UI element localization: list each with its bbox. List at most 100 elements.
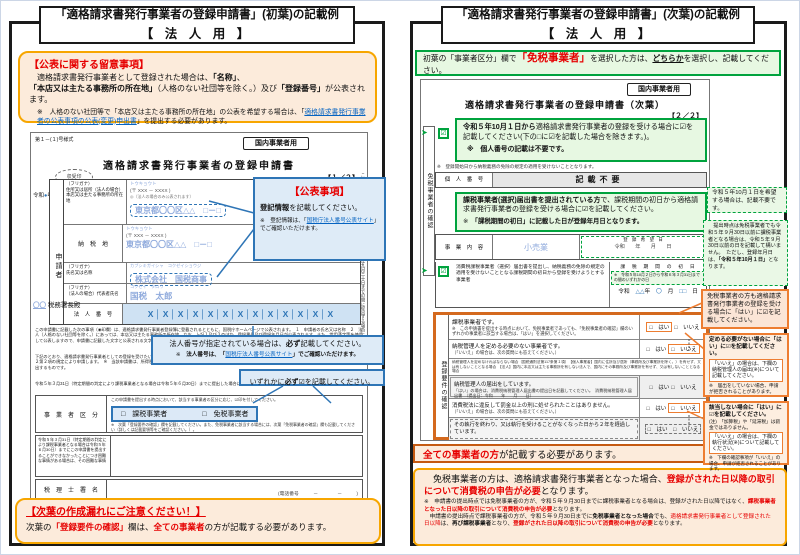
q3-no-checkbox: □ いいえ [671,385,697,392]
tax-accountant-tel: (電話番号 － － ) [278,492,358,497]
q5-answer-checkboxes: □ はい □ いいえ [644,423,702,434]
personal-number-label: 個 人 番 号 [436,173,493,187]
note-tax-agent-warning: ※ 届出をしていない場合、申請が拒否されることがあります。 [709,382,779,394]
question-tax-agent-filed: 納税管理人の届出をしています。 「はい」の場合は、消費税納税管理人届出書の提出日… [449,376,706,400]
rep-kana: コクゼイ タロウ [130,284,164,290]
publication-notice-box: 【公表に関する留意事項】 適格請求書発行事業者として登録された場合は、「名称」、… [18,51,377,125]
business-content-row: 事 業 内 容 小売業 登 録 希 望 日 令和 年 月 日 [435,234,707,260]
difficult-circumstances-label: 令和５年３月31日（特定期間の判定により課税事業者となる場合は令和５年６月30日… [36,436,111,476]
all-businesses-banner: 全ての事業者の方が記載する必要があります。 [413,444,705,463]
address-publish-note: ◎（法人の場合のみ公表されます） [130,194,194,199]
exempt-business-instruction-box: 初葉の「事業者区分」欄で「免税事業者」を選択した方は、どちらかを選択し、記載して… [415,50,781,76]
note-tax-agent-head: 定める必要がない場合に「はい」に☑を記載してください。 [709,337,782,357]
taxable-election-row: 消費税課税事業者（選択）届出書を提出し、納税義務の免除の規定の適用を受けないこと… [435,262,707,308]
next-sheet-warning-heading: 【次葉の作成漏れにご注意ください！】 [26,507,206,518]
note-penalty-warning: ※ 下欄の確認事項が「いいえ」の場合、申請が拒否されることがあります。 [709,455,781,472]
tax-agent-fine-print: 納税管理人を定めなければならない場合（国税通則法第117条第１項） 【個人事業者… [449,359,706,377]
note-tax-agent: 定める必要がない場合に「はい」に☑を記載してください。 「いいえ」の場合は、下欄… [703,333,789,397]
personal-number-row: 個 人 番 号 記載不要 [435,172,707,188]
green-arrow-icon-1: ➤ [421,128,428,137]
corporate-number-callout-line1: 法人番号が指定されている場合は、必ず記載してください。 [169,339,366,348]
exempt-confirmation-vertical-label: 免税事業者の確認 [423,126,435,276]
q4-text: 消費税法に違反して罰金以上の刑に処せられたことはありません。 [452,403,614,410]
exempt-filing-note2: 申請書の提出時点で課税事業者の方が、令和５年９月30日までに免税事業者となった場… [424,513,771,528]
tax-office-line: 〇〇 税務署長殿 [33,299,80,309]
right-title-line2: 【 法 人 用 】 [541,26,655,41]
business-category-row: 事 業 者 区 分 この申請書を提出する時点において、該当する事業者の区分に応じ… [35,395,363,433]
question-no-penalty: 消費税法に違反して罰金以上の刑に処せられたことはありません。 （「いいえ」の場合… [449,399,706,419]
q2-yes-checkbox: □ はい [646,346,667,353]
taxable-election-line1: 課税事業者(選択)届出書を提出されている方で、課税期間の初日から適格請求書発行事… [463,197,699,214]
q1-yes-checkbox: □ はい [646,321,673,332]
next-sheet-warning-box: 【次葉の作成漏れにご注意ください！】 次葉の「登録要件の確認」欄は、全ての事業者… [15,498,381,544]
corporate-number-callout-line2: ※ 法人番号は、「国税庁法人番号公表サイト」でご確認いただけます。 [175,352,360,358]
address-postal: (〒 XXX － XXXX ) [130,189,171,194]
form-title-p2: 適格請求書発行事業者の登録申請書（次葉） [464,100,665,110]
corporate-number-row: 法 人 番 号 X│X│X│X│X│X│X│X│X│X│X│X│X [64,304,360,324]
registration-start-note: ※ 登録開始日から納税義務の免除の規定の適用を受けないこととなります。 [437,164,597,169]
note-before-sep30: 提出時点は免税事業者でも令和５年９月30日以前に課税事業者となる場合は、令和５年… [703,220,788,286]
corporate-number-value: X│X│X│X│X│X│X│X│X│X│X│X│X [123,304,360,324]
right-page-title: 「適格請求書発行事業者の登録申請書」(次葉)の記載例 【 法 人 用 】 [441,6,755,44]
question-taxable: 課税事業者です。 ※ この申請書を提出する時点において、免税事業者であっても、「… [449,315,706,340]
tax-office-label: 税務署長殿 [47,302,81,309]
registration-requirements-section: 登録要件の確認 課税事業者です。 ※ この申請書を提出する時点において、免税事業… [433,312,709,440]
form-side-note-p1: この申請書は、令和三年十月一日から令和五年九月三十日までの間に提出する場合に使用… [361,173,366,363]
green-arrow-icon-2: ➤ [421,266,428,275]
business-content-value: 小売業 [493,235,580,259]
domestic-business-badge-p2: 国内事業者用 [627,83,691,96]
all-businesses-banner-text: 全ての事業者の方が記載する必要があります。 [423,449,622,461]
tax-accountant-row: 税 理 士 署 名 (電話番号 － － ) [35,479,363,499]
question-tax-agent-not-needed: 納税管理人を定める必要のない事業者です。 （「いいえ」の場合は、次の質問にも答え… [449,339,706,359]
either-check-callout: いずれかに必ず☑を記載してください。 [239,369,385,386]
desired-date-label: 登 録 希 望 日 [623,237,663,242]
q2-text: 納税管理人を定める必要のない事業者です。 [452,343,564,350]
exempt-filing-main: 免税事業者の方は、適格請求書発行事業者となった場合、登録がされた日以降の取引につ… [424,474,775,497]
taxable-election-text: 消費税課税事業者（選択）届出書を提出し、納税義務の免除の規定の適用を受けないこと… [456,265,605,283]
q2-no-checkbox: □ いいえ [668,343,700,354]
publication-items-body: 登記情報を記載してください。 [260,203,362,212]
requirements-vertical-label: 登録要件の確認 [436,315,449,437]
tax-period-value: 令和 △△年 〇 月 □□ 日 [618,288,698,295]
rep-furigana-label: （フリガナ） [66,285,93,291]
business-content-label: 事 業 内 容 [436,235,493,259]
left-page-title: 「適格請求書発行事業者の登録申請書」(初葉)の記載例 【 法 人 用 】 [39,6,355,44]
form-page-number-p2: 【２／２】 [668,113,703,120]
form-code: 第１－(１)号様式 [35,137,74,143]
publication-items-callout: 【公表事項】 登記情報を記載してください。 ※ 登記情報は、「国税庁法人番号公表… [253,177,386,261]
right-title-line1: 「適格請求書発行事業者の登録申請書」(次葉)の記載例 [456,9,740,22]
october-registration-line1: 令和５年10月１日から適格請求書発行事業者の登録を受ける場合に☑を記載してくださ… [463,122,694,141]
publication-items-title: 【公表事項】 [289,187,350,198]
q5-text: その執行を終わり、又は執行を受けることがなくなった日から２年を経過しています。 [454,422,631,435]
q3-yes-checkbox: □ はい [649,385,670,392]
note-exempt-yes: 免税事業者の方も適格請求書発行事業者の登録を受ける場合に「はい」に☑を記載してく… [701,289,789,329]
representative-label: （法人の場合）代表者氏名 [66,291,119,297]
q1-text: 課税事業者です。 [452,320,498,326]
business-category-options-highlight: □ 課税事業者 □ 免税事業者 [111,406,259,422]
corporate-number-callout: 法人番号が指定されている場合は、必ず記載してください。 ※ 法人番号は、「国税庁… [151,335,384,365]
q2-note: （「いいえ」の場合は、次の質問にも答えてください。） [452,349,560,355]
representative-value: 国税 太郎 [130,291,173,302]
note-tax-agent-inner: 「いいえ」の場合は、下欄の納税管理人の届出(※)について記載してください。 [709,358,783,382]
business-category-top-note: この申請書を提出する時点において、該当する事業者の区分に応じ、☑印を付してくださ… [111,397,279,402]
note-penalty: 該当しない場合に「はい」に☑を記載してください。 (注) 「加算税」や「延滞税」… [703,401,789,471]
address-label: 住所又は居所（法人の場合）本店又は主たる事務所の所在地 [66,186,124,203]
tax-accountant-label: 税 理 士 署 名 [36,480,107,498]
domestic-business-badge: 国内事業者用 [243,137,309,150]
form-paragraph-1: この申請書に記載した次の事項（◉印欄）は、適格請求書発行事業者登録簿に登載される… [35,327,363,343]
business-category-label: 事 業 者 区 分 [36,396,107,432]
application-form-p2: 国内事業者用 適格請求書発行事業者の登録申請書（次葉） 【２／２】 免税事業者の… [420,79,710,441]
q1-note: ※ この申請書を提出する時点において、免税事業者であっても、「免税事業者の確認」… [452,326,633,337]
form-paragraph-3: 令和５年３月31日（特定期間の判定により課税事業者となる場合は令和５年６月30日… [35,381,333,386]
name-label: 氏名又は名称 [66,270,93,276]
exempt-business-instruction-text: 初葉の「事業者区分」欄で「免税事業者」を選択した方は、どちらかを選択し、記載して… [423,52,769,75]
corporate-number-label: 法 人 番 号 [64,304,123,324]
address-kana: トウキョウト [130,181,157,186]
name-value-highlight: 株式会社 国税商事 [130,273,212,287]
difficult-circumstances-row: 令和５年３月31日（特定期間の判定により課税事業者となる場合は令和５年６月30日… [35,435,363,477]
address-value-highlight: 東京都〇〇区△△ □－□ [130,204,226,217]
next-sheet-warning-body: 次葉の「登録要件の確認」欄は、全ての事業者の方が記載する必要があります。 [26,522,332,532]
green-checkbox-2: ☑ [438,266,449,277]
name-furigana-label: （フリガナ） [66,264,93,270]
